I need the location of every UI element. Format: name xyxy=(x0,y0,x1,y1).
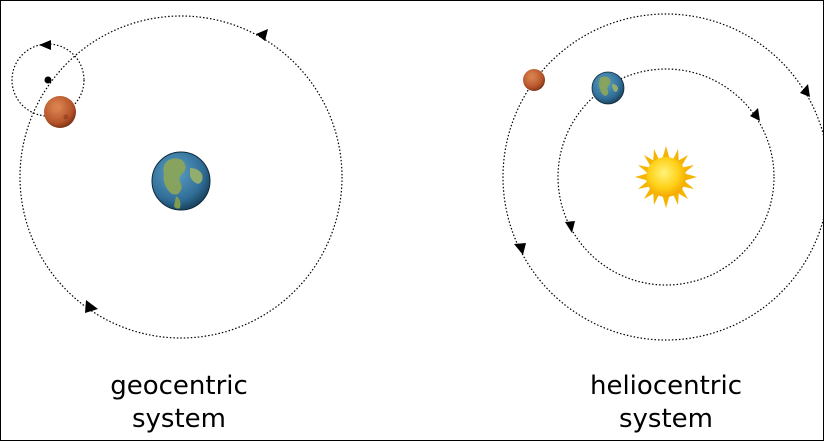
orbit-direction-arrow xyxy=(256,29,268,41)
mars-icon xyxy=(523,69,545,91)
earth-orbit xyxy=(557,68,775,286)
geocentric-deferent-orbit xyxy=(19,15,343,339)
mars-orbit xyxy=(502,13,824,341)
heliocentric-caption: heliocentric system xyxy=(536,370,796,436)
geocentric-caption-line1: geocentric xyxy=(110,371,248,401)
mars-icon xyxy=(44,96,76,128)
orbit-direction-arrow xyxy=(514,243,526,255)
geocentric-system xyxy=(11,15,343,339)
geocentric-caption: geocentric system xyxy=(49,370,309,436)
orbit-direction-arrow xyxy=(750,108,760,121)
orbit-direction-arrow xyxy=(565,221,575,233)
orbit-direction-arrow xyxy=(800,84,810,97)
heliocentric-caption-line1: heliocentric xyxy=(589,371,742,401)
heliocentric-caption-line2: system xyxy=(619,404,713,434)
earth-icon xyxy=(591,71,625,105)
earth-icon xyxy=(151,151,211,211)
geocentric-caption-line2: system xyxy=(132,404,226,434)
orbit-direction-arrow xyxy=(85,300,98,313)
heliocentric-system xyxy=(502,13,824,341)
epicycle-direction-arrow xyxy=(39,40,51,50)
sun-icon xyxy=(635,146,697,208)
epicycle-center-dot xyxy=(44,76,52,84)
